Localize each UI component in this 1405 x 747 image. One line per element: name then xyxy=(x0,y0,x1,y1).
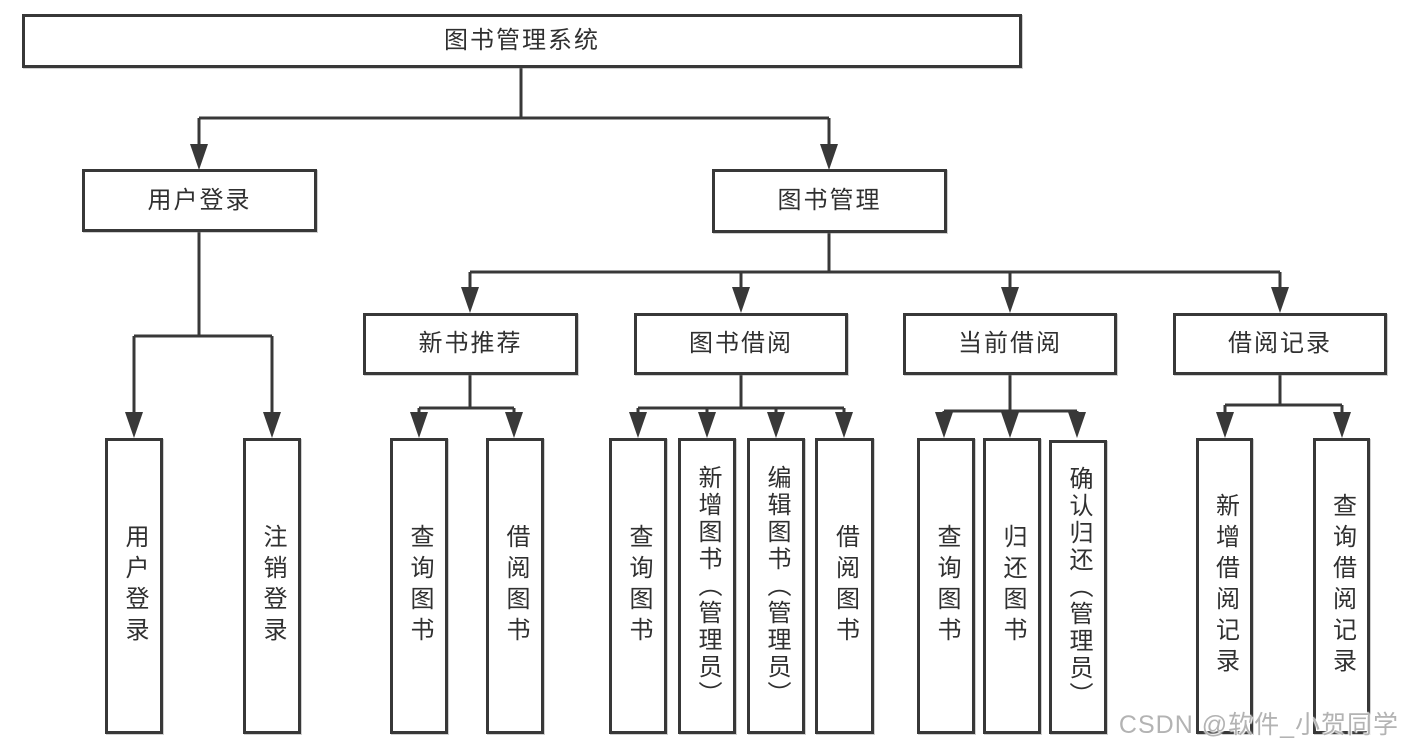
leaf-user-login: 用户登录 xyxy=(105,438,163,734)
node-user-login: 用户登录 xyxy=(82,169,317,232)
leaf-query-book-borrow: 查询图书 xyxy=(609,438,667,734)
arrow-down-icon xyxy=(1068,412,1086,438)
node-current-borrow: 当前借阅 xyxy=(903,313,1117,375)
arrow-down-icon xyxy=(767,412,785,438)
arrow-down-icon xyxy=(835,412,853,438)
leaf-add-book-admin: 新增图书（管理员） xyxy=(678,438,736,734)
node-borrow-records: 借阅记录 xyxy=(1173,313,1387,375)
leaf-borrow-book-newrec: 借阅图书 xyxy=(486,438,544,734)
arrow-down-icon xyxy=(505,412,523,438)
leaf-borrow-book-borrow: 借阅图书 xyxy=(815,438,874,734)
arrow-down-icon xyxy=(1271,287,1289,313)
node-root-system: 图书管理系统 xyxy=(22,14,1022,68)
leaf-query-book-current: 查询图书 xyxy=(917,438,975,734)
node-new-book-recommend: 新书推荐 xyxy=(363,313,578,375)
arrow-down-icon xyxy=(1333,412,1351,438)
leaf-logout: 注销登录 xyxy=(243,438,301,734)
leaf-return-book: 归还图书 xyxy=(983,438,1041,734)
node-book-management: 图书管理 xyxy=(712,169,947,233)
arrow-down-icon xyxy=(1001,287,1019,313)
arrowheads xyxy=(125,144,1351,438)
leaf-query-borrow-record: 查询借阅记录 xyxy=(1313,438,1370,734)
arrow-down-icon xyxy=(461,287,479,313)
leaf-query-book-newrec: 查询图书 xyxy=(390,438,448,734)
arrow-down-icon xyxy=(820,144,838,170)
arrow-down-icon xyxy=(935,412,953,438)
arrow-down-icon xyxy=(190,144,208,170)
arrow-down-icon xyxy=(698,412,716,438)
arrow-down-icon xyxy=(125,412,143,438)
arrow-down-icon xyxy=(410,412,428,438)
leaf-edit-book-admin: 编辑图书（管理员） xyxy=(747,438,805,734)
node-book-borrow: 图书借阅 xyxy=(634,313,848,375)
leaf-add-borrow-record: 新增借阅记录 xyxy=(1196,438,1253,734)
arrow-down-icon xyxy=(732,287,750,313)
leaf-confirm-return-admin: 确认归还（管理员） xyxy=(1049,440,1107,734)
arrow-down-icon xyxy=(1001,412,1019,438)
arrow-down-icon xyxy=(1216,412,1234,438)
arrow-down-icon xyxy=(263,412,281,438)
arrow-down-icon xyxy=(629,412,647,438)
